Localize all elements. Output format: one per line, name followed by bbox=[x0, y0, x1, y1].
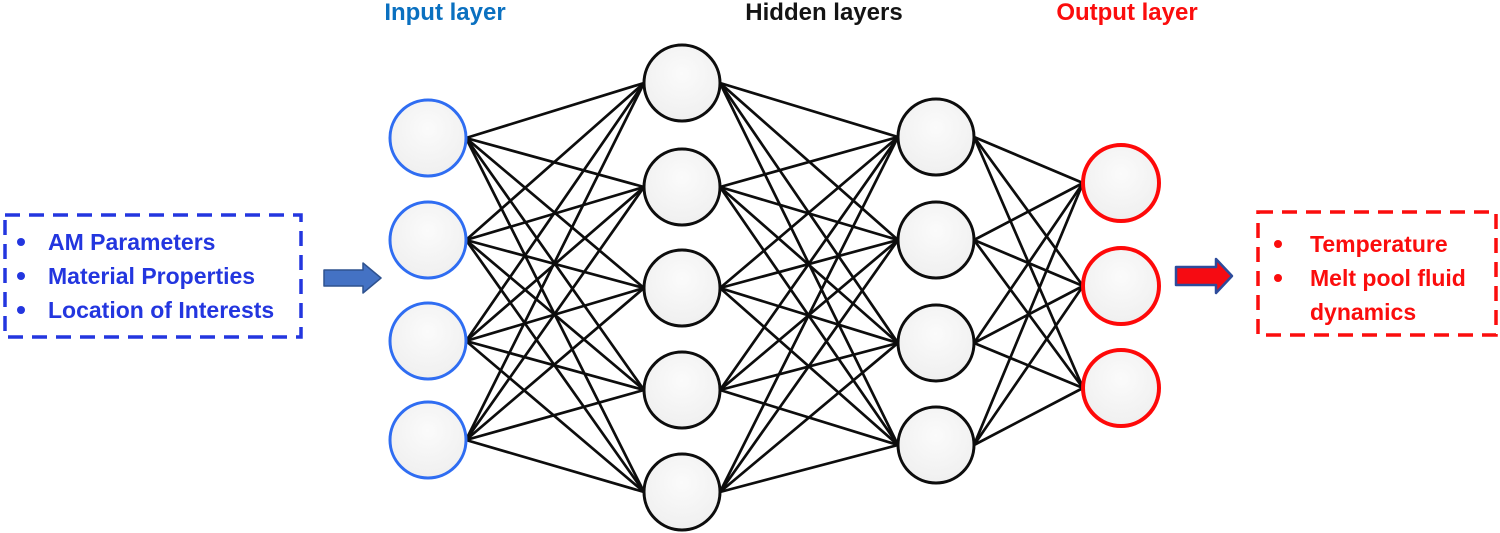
bullet-dot-icon bbox=[1274, 240, 1282, 248]
edge-line bbox=[972, 386, 1085, 447]
output-annotation-box-border bbox=[1256, 210, 1498, 337]
list-item: Melt pool fluid dynamics bbox=[1258, 261, 1496, 329]
hidden-2-node bbox=[896, 200, 976, 280]
list-item-label: Material Properties bbox=[48, 263, 256, 289]
input-node bbox=[388, 200, 468, 280]
input-annotation-box-border bbox=[3, 213, 303, 339]
edge-line bbox=[718, 81, 900, 139]
hidden-2-node bbox=[896, 97, 976, 177]
hidden-layers-title: Hidden layers bbox=[745, 0, 903, 26]
output-arrow-icon bbox=[1174, 257, 1234, 295]
edge-line bbox=[972, 135, 1085, 185]
edge-line bbox=[718, 135, 900, 290]
edge-line bbox=[972, 181, 1085, 242]
list-item: Location of Interests bbox=[5, 293, 301, 327]
list-item-label: Location of Interests bbox=[48, 297, 275, 323]
edge-line bbox=[972, 181, 1085, 345]
hidden-1-node bbox=[642, 147, 722, 227]
bullet-dot-icon bbox=[17, 272, 25, 280]
edge-lines bbox=[464, 81, 1085, 494]
list-item: Material Properties bbox=[5, 259, 301, 293]
bullet-dot-icon bbox=[17, 238, 25, 246]
input-arrow-icon bbox=[323, 262, 382, 294]
edge-line bbox=[464, 81, 646, 442]
edge-line bbox=[464, 185, 646, 442]
edge-line bbox=[718, 135, 900, 494]
hidden-1-node bbox=[642, 350, 722, 430]
edge-line bbox=[718, 135, 900, 189]
edge-line bbox=[464, 438, 646, 494]
hidden-2-node bbox=[896, 303, 976, 383]
node-circles bbox=[388, 43, 1161, 532]
edge-line bbox=[972, 284, 1085, 447]
input-node bbox=[388, 400, 468, 480]
list-item-label: Melt pool fluid dynamics bbox=[1310, 265, 1466, 325]
output-annotation-box: Temperature Melt pool fluid dynamics bbox=[1258, 212, 1496, 335]
input-node bbox=[388, 301, 468, 381]
bullet-dot-icon bbox=[1274, 274, 1282, 282]
edge-line bbox=[972, 181, 1085, 447]
input-layer-title: Input layer bbox=[384, 0, 506, 26]
edge-line bbox=[464, 388, 646, 442]
hidden-1-node bbox=[642, 452, 722, 532]
edge-line bbox=[464, 81, 646, 140]
edge-line bbox=[718, 341, 900, 494]
bullet-dot-icon bbox=[17, 306, 25, 314]
hidden-1-node bbox=[642, 43, 722, 123]
edge-line bbox=[464, 339, 646, 494]
edge-line bbox=[464, 286, 646, 442]
edge-line bbox=[718, 238, 900, 494]
edge-line bbox=[718, 443, 900, 494]
edge-line bbox=[464, 81, 646, 242]
edge-line bbox=[464, 81, 646, 343]
edge-line bbox=[718, 135, 900, 392]
list-item-label: Temperature bbox=[1310, 231, 1448, 257]
output-node bbox=[1081, 246, 1161, 326]
output-layer-title: Output layer bbox=[1056, 0, 1198, 26]
list-item: Temperature bbox=[1258, 227, 1496, 261]
hidden-2-node bbox=[896, 405, 976, 485]
output-node bbox=[1081, 348, 1161, 428]
list-item: AM Parameters bbox=[5, 225, 301, 259]
list-item-label: AM Parameters bbox=[48, 229, 216, 255]
input-annotation-box: AM Parameters Material Properties Locati… bbox=[5, 215, 301, 337]
input-node bbox=[388, 98, 468, 178]
output-node bbox=[1081, 143, 1161, 223]
hidden-1-node bbox=[642, 248, 722, 328]
